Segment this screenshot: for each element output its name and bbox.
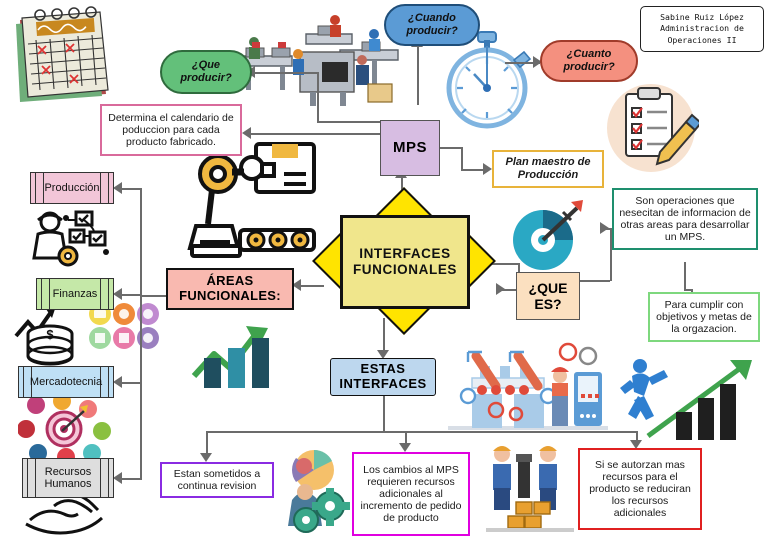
chip-cap-left [41,279,50,309]
estas-interfaces-box[interactable]: ESTAS INTERFACES [330,358,436,396]
factory-conveyor-illustration [231,15,399,106]
connector [440,147,462,149]
gears-people-illustration [288,449,350,533]
connector [122,478,141,480]
dart-target-illustration [513,200,583,270]
connector [383,394,385,432]
arrow-head [113,376,122,388]
runner-bar-chart-illustration [620,359,752,440]
mps-box[interactable]: MPS [380,120,440,176]
interfaces-funcionales-node[interactable]: INTERFACES FUNCIONALES [312,187,496,335]
connector [684,289,692,291]
chip-cap-right [100,279,109,309]
arrow-head [483,163,492,175]
handshake-illustration [25,492,104,535]
connector [405,431,407,445]
connector [317,121,380,123]
warehouse-workers-illustration [486,446,574,532]
plan-maestro-box[interactable]: Plan maestro de Producción [492,150,604,188]
area-chip-recursos-humanos[interactable]: Recursos Humanos [22,458,114,498]
connector [461,169,486,171]
connector [255,72,317,74]
arrow-head [113,288,122,300]
arrow-head [600,222,609,234]
connector [122,382,141,384]
chip-cap-right [100,173,109,203]
arrow-head [630,440,642,449]
arrow-head [399,443,411,452]
los-cambios-note[interactable]: Los cambios al MPS requieren recursos ad… [352,452,470,536]
stopwatch-illustration [446,31,532,129]
arrow-head [113,472,122,484]
arrow-head [242,127,251,139]
connector [481,263,518,265]
connector [505,62,540,64]
area-chip-label: Recursos Humanos [44,465,92,490]
connector [140,188,142,480]
chip-cap-left [27,459,36,497]
area-chip-mercadotecnia[interactable]: Mercadotecnia [18,366,114,398]
robot-arm-illustration [187,142,316,258]
connector [300,285,324,287]
arrow-head [200,453,212,462]
connector [636,431,638,443]
connector [610,228,612,281]
cuanto-producir-pill[interactable]: ¿Cuanto producir? [540,40,638,82]
connector [140,295,170,297]
connector [684,262,686,290]
arrow-head [496,283,505,295]
connector [206,431,208,455]
son-operaciones-note[interactable]: Son operaciones que nesecitan de informa… [612,188,758,250]
area-chip-label: Finanzas [52,287,98,300]
clipboard-checklist-illustration [607,84,699,172]
chip-cap-right [100,459,109,497]
connector [498,289,518,291]
areas-funcionales-box[interactable]: ÁREAS FUNCIONALES: [166,268,294,310]
connector [317,72,319,122]
money-growth-illustration: $ [14,306,74,366]
connector [122,188,141,190]
factory-automation-illustration [448,342,608,430]
connector [417,45,419,105]
para-cumplir-note[interactable]: Para cumplir con objetivos y metas de la… [648,292,760,342]
determina-calendario-note[interactable]: Determina el calendario de poduccion par… [100,104,242,156]
chip-cap-right [100,367,109,397]
chip-cap-left [35,173,44,203]
center-line-1: INTERFACES [359,245,451,261]
si-se-autorizan-note[interactable]: Si se autorzan mas recursos para el prod… [578,448,702,530]
arrow-head [533,56,542,68]
area-chip-produccion[interactable]: Producción [30,172,114,204]
connector [206,431,636,433]
svg-text:$: $ [46,327,54,342]
center-line-2: FUNCIONALES [352,262,458,277]
connector [580,280,610,282]
arrow-head [113,182,122,194]
connector [383,318,385,352]
arrow-head [377,350,389,359]
que-producir-pill[interactable]: ¿Que producir? [160,50,252,94]
area-chip-label: Mercadotecnia [29,375,103,388]
marketing-icons-illustration [89,303,159,349]
arrow-head [292,279,301,291]
que-es-box[interactable]: ¿QUE ES? [516,272,580,320]
chip-cap-left [23,367,32,397]
connector [250,133,380,135]
author-title-card: Sabine Ruiz López Administracion de Oper… [640,6,764,52]
estan-sometidos-note[interactable]: Estan sometidos a continua revision [160,462,274,498]
target-network-illustration [18,395,111,465]
connector [461,147,463,170]
calendar-illustration [16,6,109,102]
bar-chart-growth-illustration [191,326,269,388]
cuando-producir-pill[interactable]: ¿Cuando producir? [384,4,480,46]
area-chip-label: Producción [44,181,100,194]
connector [122,294,141,296]
worker-checklist-illustration [32,210,109,267]
area-chip-finanzas[interactable]: Finanzas [36,278,114,310]
interfaces-funcionales-label: INTERFACES FUNCIONALES [340,215,470,309]
